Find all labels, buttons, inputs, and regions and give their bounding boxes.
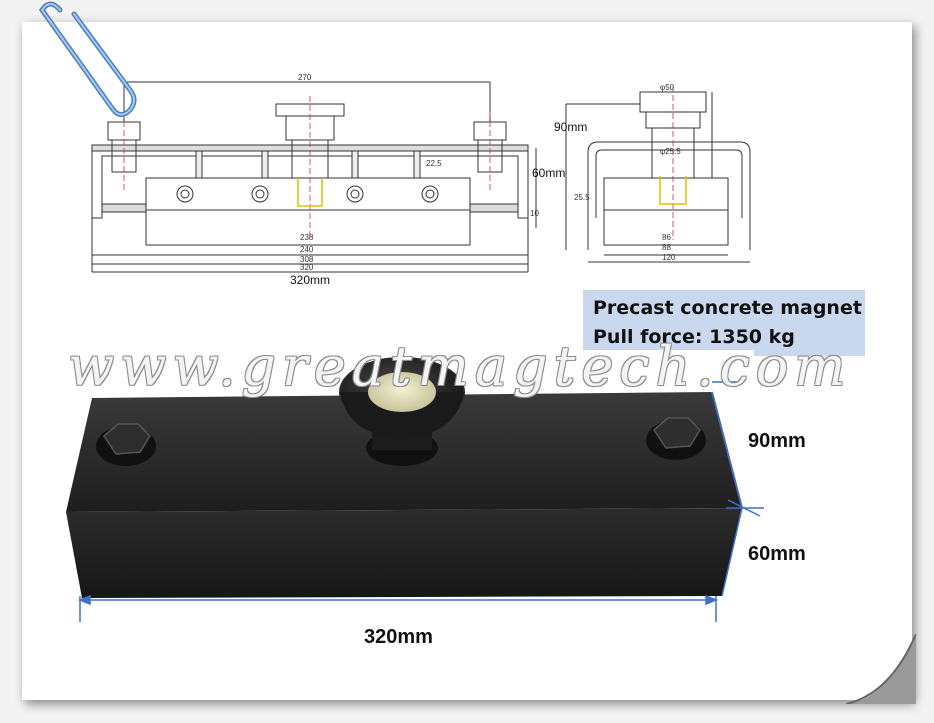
watermark: www.greatmagtech.com [68, 335, 852, 398]
dim-front-238: 238 [300, 233, 314, 242]
dim-side-255: 25.5 [574, 193, 590, 202]
paperclip-icon [38, 1, 137, 117]
page-curl [846, 634, 916, 704]
dim-front-308: 308 [300, 255, 314, 264]
info-title: Precast concrete magnet [593, 297, 862, 319]
photo-height-top: 90mm [748, 430, 806, 452]
dim-front-side: 10 [530, 209, 539, 218]
drawing-length-label: 320mm [290, 273, 331, 287]
technical-drawing: 270 238 240 308 320 22.5 10 φ50 φ25.5 86… [91, 73, 751, 273]
photo-height-bottom: 60mm [748, 543, 806, 565]
dim-front-320: 320 [300, 263, 314, 272]
info-pull-force: Pull force: 1350 kg [593, 326, 795, 348]
drawing-side-height-label: 90mm [554, 120, 588, 134]
dim-front-240: 240 [300, 245, 314, 254]
dim-side-120: 120 [662, 253, 676, 262]
dim-side-86: 86 [662, 233, 671, 242]
dim-front-top: 270 [298, 73, 312, 82]
dim-side-88: 88 [662, 243, 671, 252]
drawing-height-label: 60mm [532, 166, 566, 180]
dim-side-top: φ50 [660, 83, 675, 92]
dim-front-height: 22.5 [426, 159, 442, 168]
info-box: Precast concrete magnet Pull force: 1350… [583, 290, 865, 356]
photo-length: 320mm [364, 626, 433, 648]
dim-side-mid: φ25.5 [660, 147, 681, 156]
